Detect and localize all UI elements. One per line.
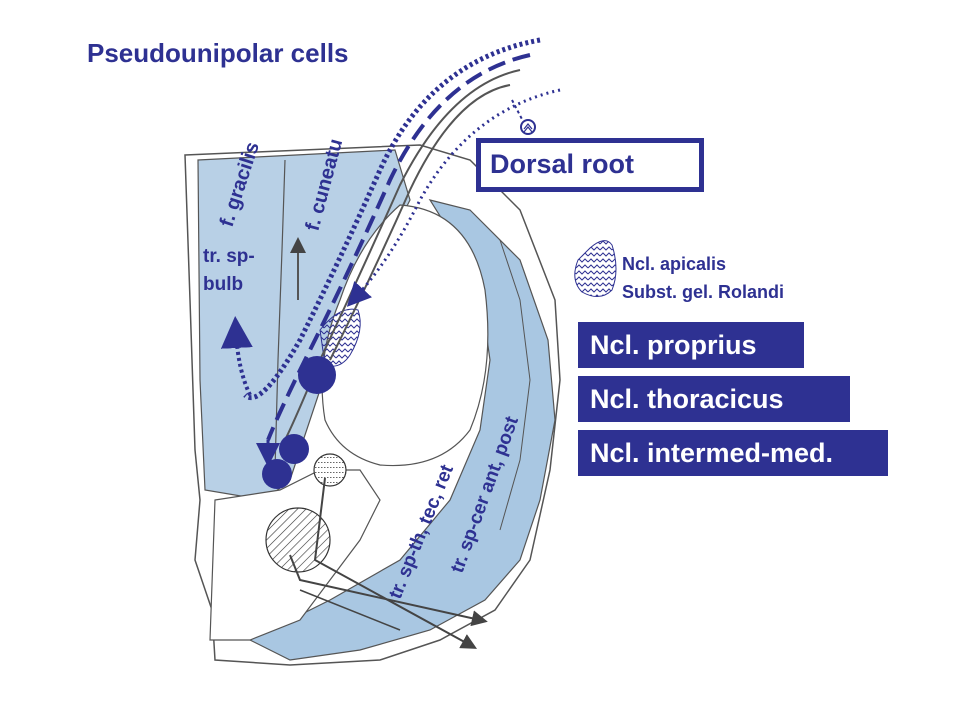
neuron-cell-thoracicus bbox=[279, 434, 309, 464]
lateral-divider bbox=[499, 239, 531, 531]
legend-line-2: Subst. gel. Rolandi bbox=[622, 282, 784, 302]
dotted-nucleus bbox=[313, 453, 347, 487]
dorsal-root-line-1 bbox=[243, 37, 541, 401]
dorsal-root-label: Dorsal root bbox=[490, 149, 635, 179]
dorsal-root-box: Dorsal root bbox=[476, 138, 704, 192]
tract-arrow-3 bbox=[299, 589, 401, 631]
legend-swatch bbox=[574, 240, 617, 297]
neuron-cell-intermed bbox=[262, 459, 292, 489]
dorsal-horn bbox=[321, 204, 489, 467]
dorsal-root-line-3 bbox=[284, 69, 521, 441]
tract-arrow-2 bbox=[289, 554, 488, 627]
label-tr-sp-bulb-1: tr. sp- bbox=[203, 246, 255, 267]
label-tr-sp-bulb-2: bulb bbox=[203, 274, 243, 295]
dorsal-root-stub bbox=[511, 99, 526, 126]
cord-outline bbox=[184, 144, 561, 666]
legend-line-1: Ncl. apicalis bbox=[622, 254, 726, 274]
posterior-funiculus bbox=[197, 149, 411, 501]
ncl-thoracicus-box: Ncl. thoracicus bbox=[578, 376, 850, 422]
dorsal-root-line-2 bbox=[266, 53, 531, 441]
neuron-cell-proprius bbox=[298, 356, 336, 394]
funiculus-divider bbox=[274, 159, 286, 471]
page-title: Pseudounipolar cells bbox=[87, 38, 349, 68]
ncl-intermed-med-box: Ncl. intermed-med. bbox=[578, 430, 888, 476]
tract-arrow-1 bbox=[313, 477, 478, 649]
lateral-funiculus bbox=[248, 199, 556, 661]
hatched-nucleus bbox=[265, 507, 331, 573]
dorsal-root-line-4 bbox=[329, 84, 511, 361]
dorsal-root-line-5 bbox=[346, 88, 561, 307]
ncl-proprius-box: Ncl. proprius bbox=[578, 322, 804, 368]
